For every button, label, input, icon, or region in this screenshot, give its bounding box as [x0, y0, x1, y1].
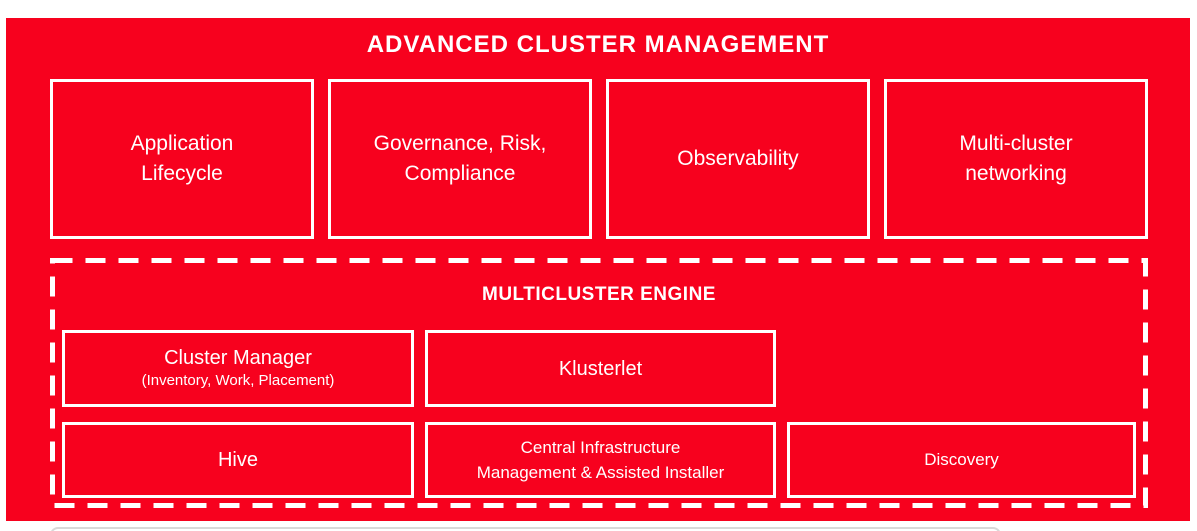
component-box-central-infrastructure-management: Central Infrastructure Management & Assi… [425, 422, 776, 498]
feature-box-governance-risk-compliance: Governance, Risk, Compliance [328, 79, 592, 239]
component-box-discovery: Discovery [787, 422, 1136, 498]
component-box-label: Klusterlet [558, 357, 643, 380]
multicluster-engine-group: MULTICLUSTER ENGINE Cluster Manager (Inv… [50, 258, 1148, 508]
feature-box-label: Application Lifecycle [130, 132, 234, 185]
component-box-sublabel: (Inventory, Work, Placement) [141, 372, 335, 390]
component-box-label: Hive [217, 449, 258, 471]
feature-box-observability: Observability [606, 79, 870, 239]
dashed-border [50, 258, 1148, 508]
feature-box-label: Multi-cluster networking [959, 132, 1073, 185]
acm-panel: ADVANCED CLUSTER MANAGEMENT Application … [6, 18, 1190, 521]
acm-title: ADVANCED CLUSTER MANAGEMENT [366, 31, 830, 58]
component-box-cluster-manager: Cluster Manager (Inventory, Work, Placem… [62, 330, 414, 407]
component-box-label: Discovery [924, 450, 999, 470]
feature-box-application-lifecycle: Application Lifecycle [50, 79, 314, 239]
component-box-hive: Hive [62, 422, 414, 498]
feature-box-label: Governance, Risk, Compliance [373, 132, 547, 185]
component-box-label: Central Infrastructure Management & Assi… [476, 437, 725, 483]
feature-box-multicluster-networking: Multi-cluster networking [884, 79, 1148, 239]
multicluster-engine-title: MULTICLUSTER ENGINE [482, 284, 716, 305]
bottom-partial-box [50, 527, 1001, 531]
component-box-label: Cluster Manager [164, 347, 312, 370]
feature-box-label: Observability [677, 147, 799, 171]
component-box-klusterlet: Klusterlet [425, 330, 776, 407]
